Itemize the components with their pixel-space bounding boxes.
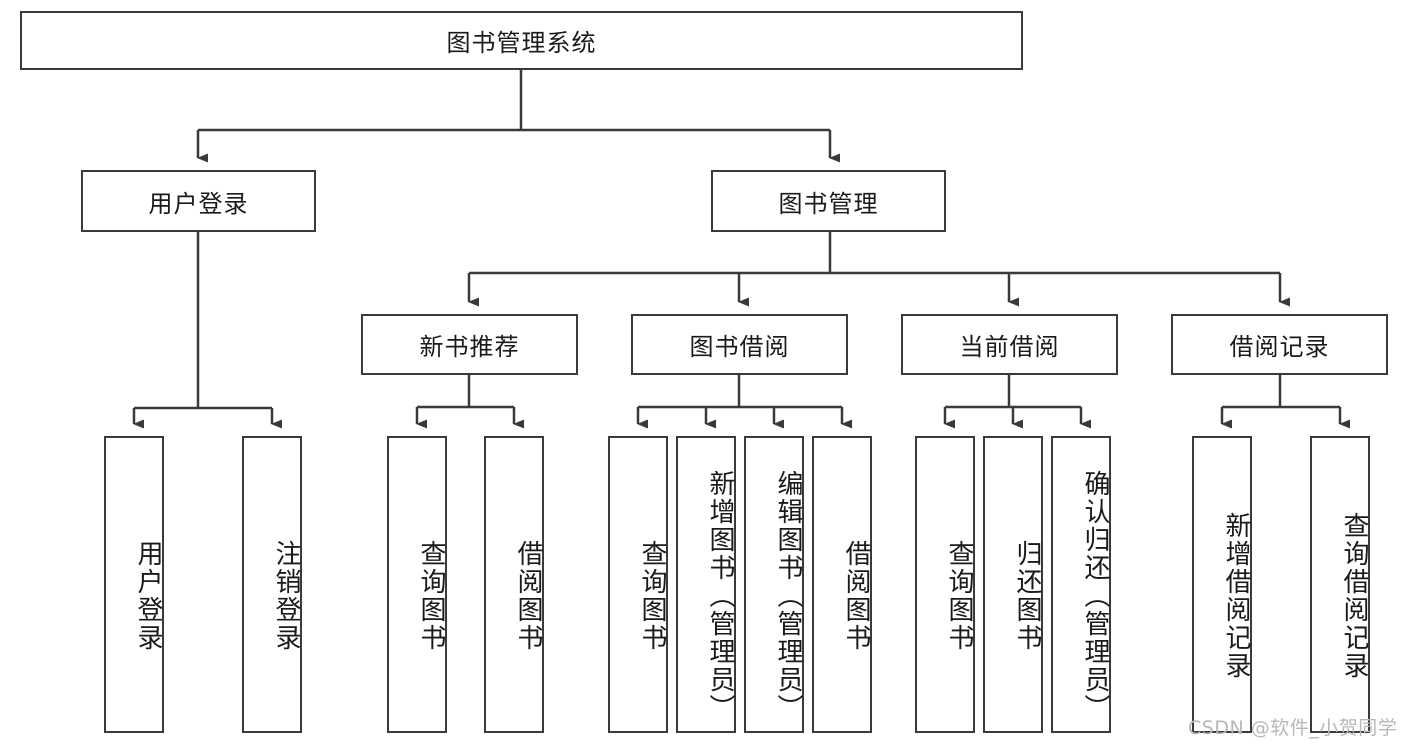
leaf-add-book-admin[interactable]: 新增图书（管理员） [676,436,736,733]
leaf-borrow-books[interactable]: 借阅图书 [812,436,872,733]
node-user-login[interactable]: 用户登录 [81,170,316,232]
node-root[interactable]: 图书管理系统 [20,11,1023,70]
leaf-query-books-current[interactable]: 查询图书 [915,436,975,733]
node-current-borrow[interactable]: 当前借阅 [901,314,1118,375]
watermark: CSDN @软件_小贺同学 [1188,717,1398,739]
leaf-query-books-borrow[interactable]: 查询图书 [608,436,668,733]
node-new-book-recommend[interactable]: 新书推荐 [361,314,578,375]
leaf-query-borrow-record[interactable]: 查询借阅记录 [1310,436,1370,733]
leaf-edit-book-admin[interactable]: 编辑图书（管理员） [744,436,804,733]
node-borrow-record[interactable]: 借阅记录 [1171,314,1388,375]
leaf-return-books[interactable]: 归还图书 [983,436,1043,733]
leaf-user-login[interactable]: 用户登录 [104,436,164,733]
leaf-add-borrow-record[interactable]: 新增借阅记录 [1192,436,1252,733]
leaf-logout[interactable]: 注销登录 [242,436,302,733]
leaf-query-books-recommend[interactable]: 查询图书 [387,436,447,733]
leaf-borrow-books-recommend[interactable]: 借阅图书 [484,436,544,733]
node-book-borrow[interactable]: 图书借阅 [631,314,848,375]
leaf-confirm-return-admin[interactable]: 确认归还（管理员） [1051,436,1111,733]
node-book-management[interactable]: 图书管理 [711,170,946,232]
